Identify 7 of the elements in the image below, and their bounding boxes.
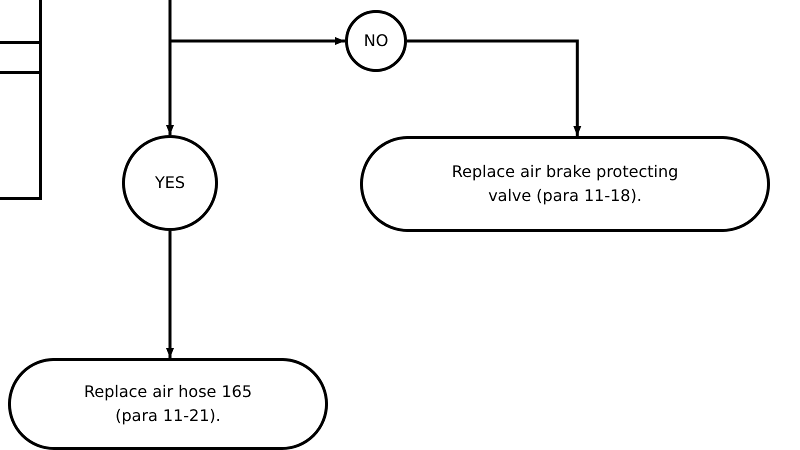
arrow <box>407 40 582 136</box>
node-text: Replace air hose 165 (para 11-21). <box>82 381 254 427</box>
node-text: YES <box>154 172 186 194</box>
arrow <box>168 0 345 45</box>
arrow <box>166 231 174 358</box>
node-text: NO <box>364 30 388 52</box>
node-text: Replace air brake protecting valve (para 11-18). <box>450 161 680 207</box>
